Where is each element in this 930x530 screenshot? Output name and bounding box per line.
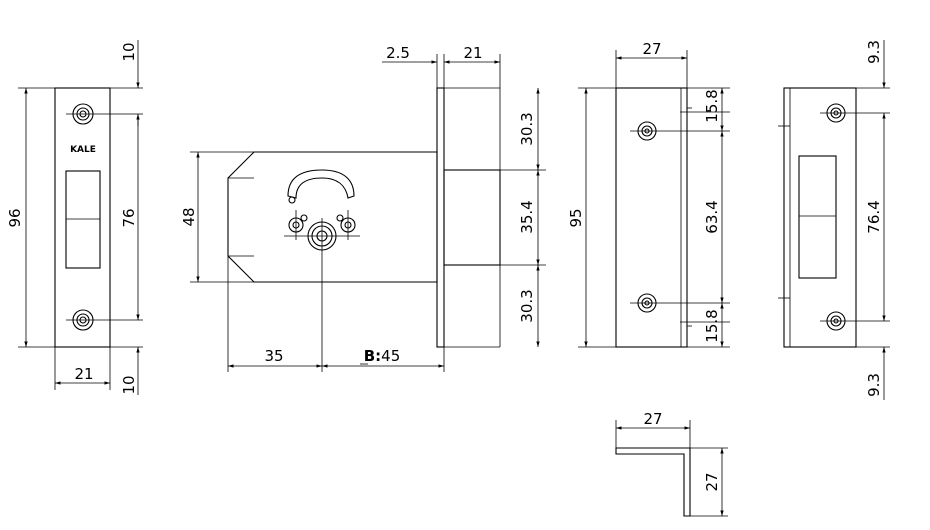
dim-backset: B:45	[364, 347, 401, 365]
lever-arc	[287, 169, 355, 199]
dim-strike-top: 10	[120, 42, 138, 61]
dim-strike-side-holes: 76.4	[865, 200, 883, 233]
faceplate-side-view: 27 95 15.8 63.4 15.8	[567, 40, 730, 348]
strike-side-slot	[798, 155, 837, 279]
dim-offset: 35	[264, 347, 283, 365]
dim-faceplate-width: 27	[642, 40, 661, 58]
lock-case-outline	[227, 151, 438, 283]
dim-strike-width: 21	[74, 365, 93, 383]
dim-upper: 30.3	[518, 112, 536, 145]
faceplate	[436, 87, 445, 348]
dim-middle: 35.4	[518, 200, 536, 233]
dim-case-depth: 21	[463, 44, 482, 62]
backset-value: 45	[381, 347, 400, 365]
faceplate-outline	[615, 87, 688, 348]
latch-bolt	[443, 169, 501, 266]
lock-body-view: 48 35 B:45 2.5 21 30.3 35.4 30.3	[180, 44, 546, 372]
dim-lower: 30.3	[518, 289, 536, 322]
angle-profile	[615, 447, 691, 517]
backset-prefix: B:	[364, 347, 381, 365]
dim-body-height: 48	[180, 207, 198, 226]
strike-plate-front-view: KALE 96 76 10 10 21	[6, 40, 143, 395]
angle-section-view: 27 27	[615, 410, 728, 517]
dim-faceplate-bottom-hole: 15.8	[703, 309, 721, 342]
dim-strike-height: 96	[6, 208, 24, 227]
dim-faceplate-holes: 63.4	[703, 200, 721, 233]
strike-side-outline	[783, 87, 857, 348]
dim-strike-side-bottom: 9.3	[865, 373, 883, 397]
dim-face-thickness: 2.5	[386, 44, 410, 62]
brand-label: KALE	[70, 145, 96, 155]
dim-strike-holes: 76	[120, 208, 138, 227]
dim-strike-bottom: 10	[120, 375, 138, 394]
dim-angle-height: 27	[703, 472, 721, 491]
dim-angle-width: 27	[643, 410, 662, 428]
dim-strike-side-top: 9.3	[865, 40, 883, 64]
dim-faceplate-top-hole: 15.8	[703, 89, 721, 122]
strike-side-view: 76.4 9.3 9.3	[778, 40, 890, 400]
dim-faceplate-height: 95	[567, 208, 585, 227]
strike-plate-outline	[54, 87, 111, 348]
strike-plate-slot	[65, 170, 101, 269]
